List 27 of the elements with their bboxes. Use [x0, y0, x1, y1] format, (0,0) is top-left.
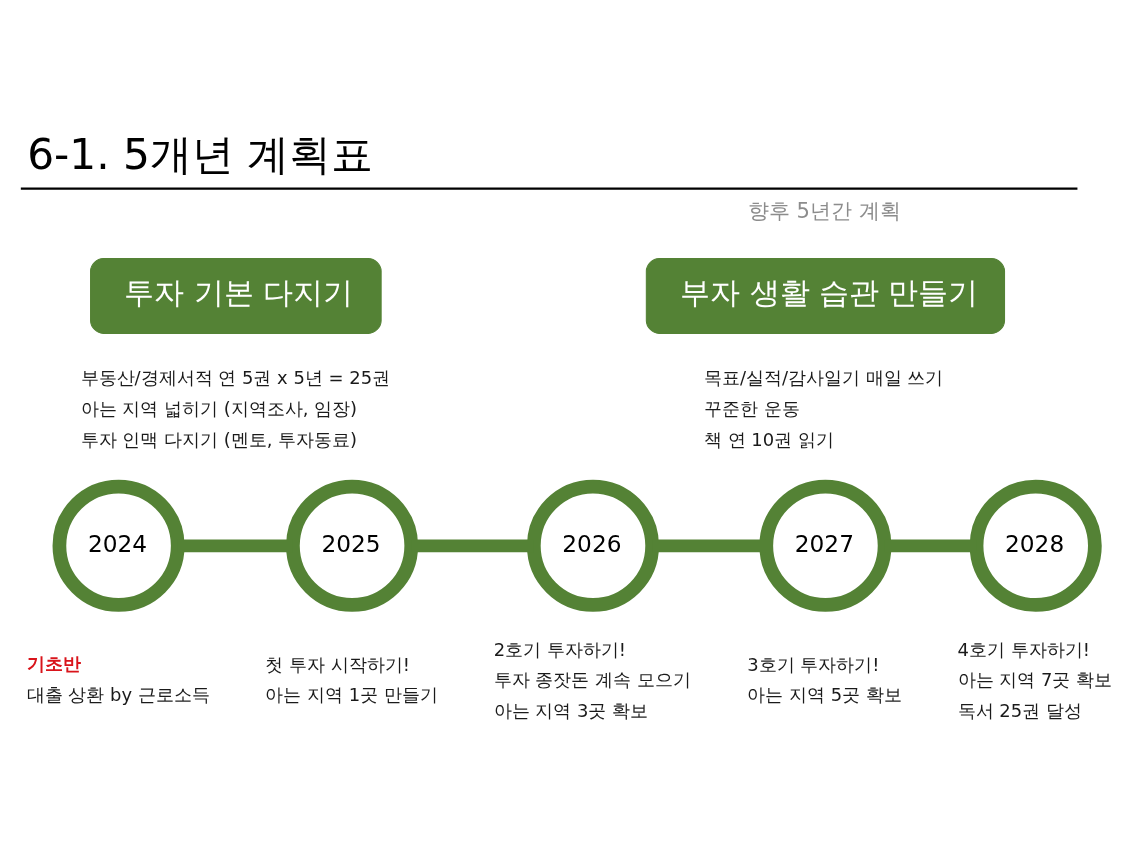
node-label: 목표/실적/감사일기 매일 쓰기: [703, 366, 944, 388]
node-label: 투자 종잣돈 계속 모으기: [493, 668, 691, 690]
node-label: 꾸준한 운동: [703, 397, 800, 419]
node-label: 아는 지역 5곳 확보: [747, 683, 902, 705]
node-label: 부동산/경제서적 연 5권 x 5년 = 25권: [80, 366, 391, 388]
node-label: 독서 25권 달성: [957, 699, 1082, 721]
node-label: 첫 투자 시작하기!: [265, 653, 411, 675]
node-circle: 2028: [969, 479, 1102, 612]
node-label: 책 연 10권 읽기: [703, 428, 834, 450]
node-label: 대출 상환 by 근로소득: [26, 683, 210, 705]
node-label: 아는 지역 3곳 확보: [493, 699, 649, 721]
node-box: 투자 기본 다지기: [90, 257, 382, 334]
diagram-title: 6-1. 5개년 계획표: [27, 129, 374, 179]
node-circle: 2027: [759, 479, 892, 612]
node-label: 투자 인맥 다지기 (멘토, 투자동료): [80, 428, 358, 450]
node-circle: 2024: [52, 479, 185, 612]
node-circle: 2025: [286, 479, 419, 612]
node-label: 아는 지역 7곳 확보: [957, 668, 1113, 690]
node-circle: 2026: [526, 479, 659, 612]
label: 향후 5년간 계획: [747, 197, 901, 223]
node-label: 2호기 투자하기!: [493, 638, 626, 660]
node-label: 기초반: [26, 652, 81, 674]
node-label: 3호기 투자하기!: [747, 653, 880, 675]
node-box: 부자 생활 습관 만들기: [645, 257, 1006, 334]
node-label: 아는 지역 넓히기 (지역조사, 임장): [80, 397, 358, 419]
node-label: 4호기 투자하기!: [957, 638, 1090, 660]
node-label: 아는 지역 1곳 만들기: [265, 683, 438, 705]
